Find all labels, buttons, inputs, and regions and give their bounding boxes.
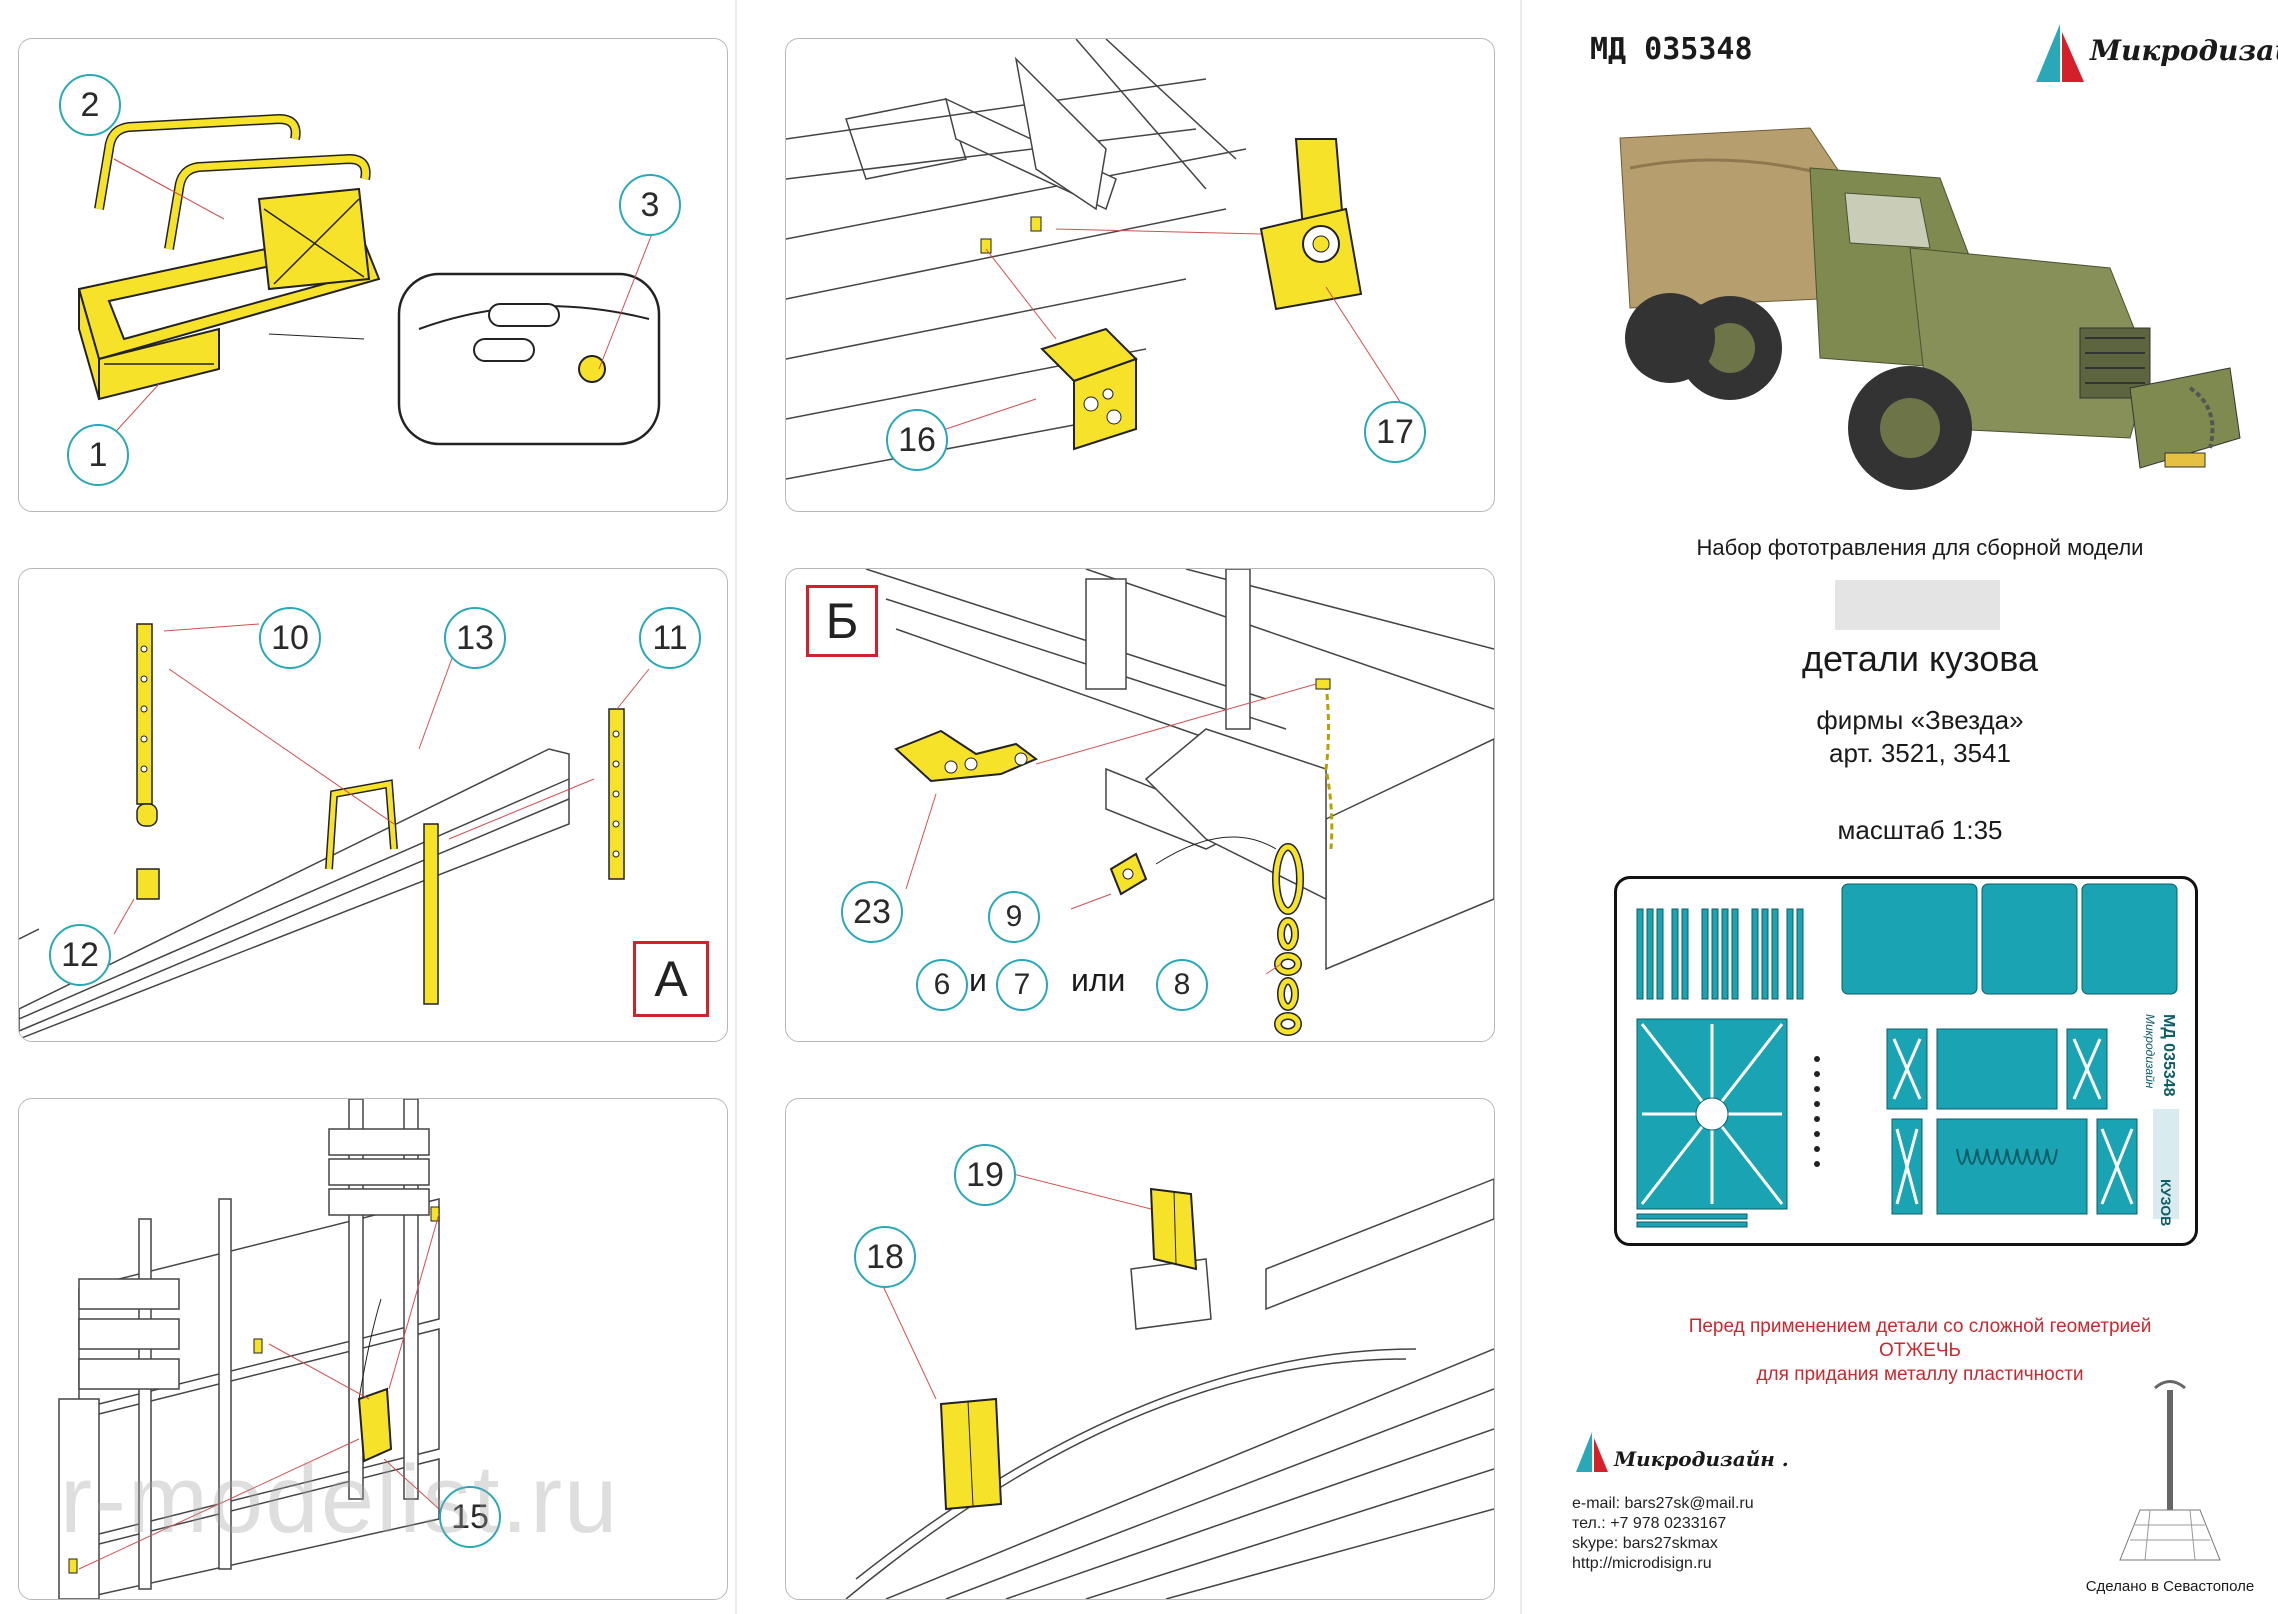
instruction-panel-mudflaps: 19 18 [785, 1098, 1495, 1600]
callout-8: 8 [1156, 959, 1208, 1011]
fret-code: МД 035348 [2160, 1014, 2177, 1097]
monument-icon [2119, 1380, 2221, 1561]
section-label-b: Б [806, 585, 878, 657]
callout-18: 18 [854, 1226, 916, 1288]
hinges-drawing [786, 39, 1409, 480]
contact-phone: тел.: +7 978 0233167 [1572, 1515, 1727, 1532]
instruction-panel-rear-board: 15 [18, 1098, 728, 1600]
side-board-drawing [19, 623, 650, 1040]
and-word: и [969, 962, 987, 998]
callout-6: 6 [916, 959, 968, 1011]
monument-drawing [2100, 1370, 2240, 1575]
callout-7: 7 [996, 959, 1048, 1011]
contact-url[interactable]: http://microdisign.ru [1572, 1555, 1712, 1572]
callout-11: 11 [639, 607, 701, 669]
fret-label: КУЗОВ [2158, 1179, 2174, 1227]
product-maker: фирмы «Звезда» [1816, 705, 2024, 735]
callout-17: 17 [1364, 401, 1426, 463]
callout-19: 19 [954, 1144, 1016, 1206]
callout-13: 13 [444, 607, 506, 669]
callout-15: 15 [439, 1486, 501, 1548]
fret-sheet: МД 035348 Микродизайн КУЗОВ [1614, 876, 2198, 1246]
fret-drawing [1636, 883, 2179, 1228]
fret-brand: Микродизайн [2143, 1014, 2157, 1089]
warning-line-2: ОТЖЕЧЬ [1879, 1340, 1961, 1361]
product-articles: арт. 3521, 3541 [1829, 738, 2011, 768]
callout-1: 1 [67, 424, 129, 486]
contact-skype: skype: bars27skmax [1572, 1535, 1718, 1552]
callout-12: 12 [49, 924, 111, 986]
sail-logo-icon [2036, 24, 2084, 82]
section-label-a: А [633, 941, 709, 1017]
fold-line [735, 0, 737, 1614]
tank-bracket-drawing [77, 113, 661, 446]
fold-line [1520, 0, 1522, 1614]
or-word: или [1071, 962, 1126, 998]
sail-logo-icon [1576, 1432, 1608, 1472]
truck-image [1619, 127, 2241, 490]
callout-3: 3 [619, 174, 681, 236]
watermark: r-modelist.ru [60, 1446, 620, 1553]
contact-logo [1572, 1430, 1612, 1479]
product-title: детали кузова [1801, 638, 2039, 679]
chain-drawing [865, 569, 1494, 1036]
callout-16: 16 [886, 409, 948, 471]
contact-email: e-mail: bars27sk@mail.ru [1572, 1495, 1754, 1512]
truck-photo [1610, 108, 2250, 508]
made-in: Сделано в Севастополе [2085, 1578, 2255, 1595]
article-code: МД 035348 [1590, 32, 1753, 67]
rear-board-drawing [58, 1099, 440, 1599]
warning-line-3: для придания металлу пластичности [1756, 1364, 2084, 1385]
brand-name: Микродизайн [2090, 34, 2278, 67]
brand-logo [2030, 22, 2090, 91]
warning-line-1: Перед применением детали со сложной геом… [1688, 1316, 2152, 1337]
redacted-block [1835, 580, 2000, 630]
callout-10: 10 [259, 607, 321, 669]
product-scale: масштаб 1:35 [1837, 815, 2003, 845]
mudflaps-drawing [845, 1173, 1494, 1599]
callout-23: 23 [841, 881, 903, 943]
product-subtitle: Набор фототравления для сборной модели [1696, 535, 2144, 560]
instruction-panel-side-board: 10 13 11 12 А [18, 568, 728, 1042]
contact-brand: Микродизайн . [1614, 1447, 1789, 1471]
instruction-panel-tank: 2 3 1 [18, 38, 728, 512]
callout-2: 2 [59, 74, 121, 136]
callout-9: 9 [988, 891, 1040, 943]
instruction-panel-chain: Б 23 9 6 и 7 или 8 [785, 568, 1495, 1042]
instruction-panel-hinges: 16 17 [785, 38, 1495, 512]
